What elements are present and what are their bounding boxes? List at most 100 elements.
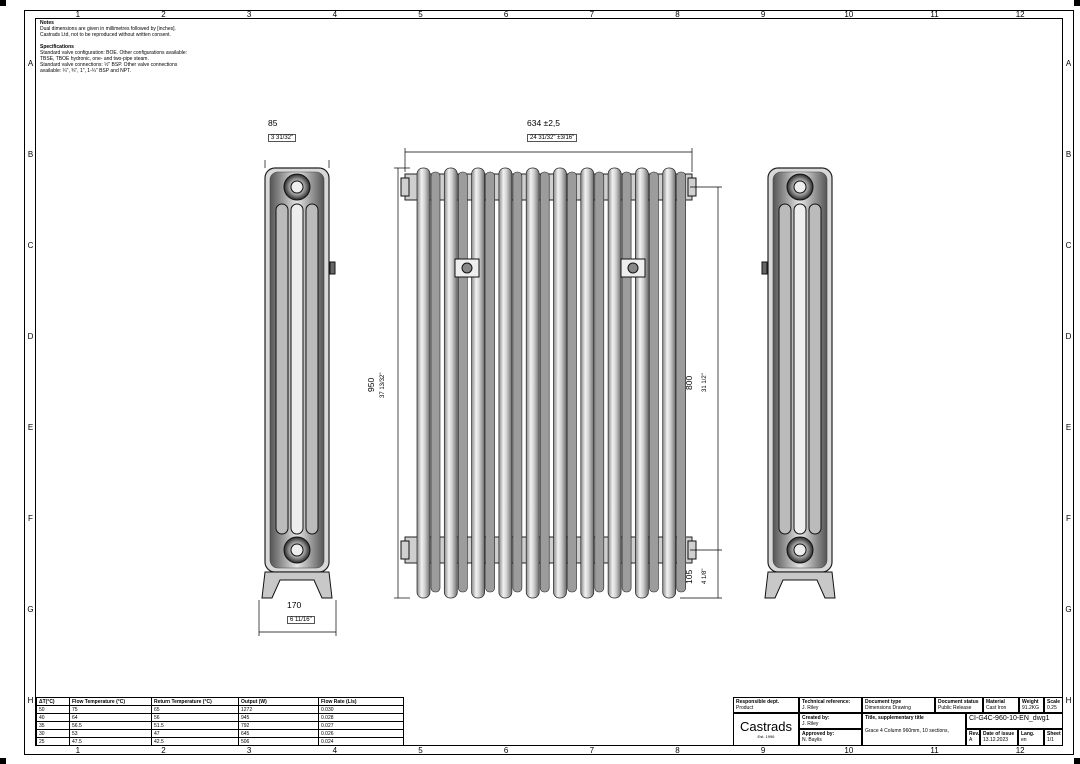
zone-column-label: 10 xyxy=(844,10,854,19)
radiator-section xyxy=(525,167,550,599)
table-cell: 53 xyxy=(69,729,152,738)
table-cell: 0.027 xyxy=(318,721,404,730)
zone-column-label: 3 xyxy=(246,746,252,755)
zone-row-label: D xyxy=(1065,331,1072,341)
tb-doc-number: CI-G4C-960-10-EN_dwg1 xyxy=(966,713,1063,729)
tb-lang: Lang.en xyxy=(1018,729,1044,746)
zone-column-label: 4 xyxy=(332,746,338,755)
table-cell: 0.028 xyxy=(318,713,404,722)
spec-line: TBSE, TBOE hydronic, one- and two-pipe s… xyxy=(40,56,149,62)
zone-column-label: 8 xyxy=(675,10,680,19)
dim-foot-height-mm: 105 xyxy=(684,569,694,584)
end-plug xyxy=(400,177,410,197)
corner-mark xyxy=(0,758,6,764)
table-cell: 50 xyxy=(36,705,70,714)
zone-column-label: 5 xyxy=(418,10,423,19)
radiator-section xyxy=(443,167,468,599)
table-cell: 40 xyxy=(36,713,70,722)
notes-block: Notes Dual dimensions are given in milli… xyxy=(40,20,250,74)
end-plug xyxy=(400,540,410,560)
dim-width-mm: 634 ±2,5 xyxy=(527,118,561,128)
zone-row-label: F xyxy=(28,513,33,523)
zone-row-label: C xyxy=(27,240,34,250)
radiator-section xyxy=(607,167,632,599)
spec-title: Specifications xyxy=(40,44,74,50)
zone-row-label: A xyxy=(1065,58,1072,68)
dim-foot-width-in: 6 11/16" xyxy=(287,616,315,624)
drawing-inner-frame xyxy=(35,18,1063,746)
flow-table-header: Output (W) xyxy=(238,697,319,706)
table-cell: 64 xyxy=(69,713,152,722)
radiator-section xyxy=(580,167,605,599)
radiator-section xyxy=(416,167,441,599)
table-cell: 0.030 xyxy=(318,705,404,714)
zone-column-label: 10 xyxy=(844,746,854,755)
table-cell: 30 xyxy=(36,729,70,738)
table-cell: 47 xyxy=(151,729,239,738)
dim-centres-in: 31 1/2" xyxy=(702,373,708,392)
zone-row-label: H xyxy=(27,695,34,705)
dim-foot-width-mm: 170 xyxy=(287,600,302,610)
flow-table: ΔT(°C)Flow Temperature (°C)Return Temper… xyxy=(36,697,404,746)
table-cell: 0.024 xyxy=(318,737,404,746)
zone-column-label: 8 xyxy=(675,746,680,755)
dim-height-mm: 950 xyxy=(366,377,376,392)
tb-responsible-dept: Responsible dept.Product xyxy=(733,697,799,713)
tb-tech-ref: Technical reference:J. Riley xyxy=(799,697,862,713)
table-cell: 65 xyxy=(151,705,239,714)
bracket-bolt xyxy=(461,262,473,274)
flow-table-header: Flow Rate (L/s) xyxy=(318,697,404,706)
table-cell: 506 xyxy=(238,737,319,746)
table-cell: 56 xyxy=(151,713,239,722)
zone-column-label: 11 xyxy=(930,746,939,755)
notes-line: Dual dimensions are given in millimetres… xyxy=(40,26,176,32)
bracket-bolt xyxy=(627,262,639,274)
tb-title: Title, supplementary title Grace 4 Colum… xyxy=(862,713,966,746)
table-cell: 1272 xyxy=(238,705,319,714)
zone-row-label: C xyxy=(1065,240,1072,250)
zone-column-label: 6 xyxy=(503,10,509,19)
radiator-section xyxy=(662,167,687,599)
zone-row-label: B xyxy=(27,149,34,159)
side-view-left xyxy=(261,167,336,599)
table-cell: 56.5 xyxy=(69,721,152,730)
zone-column-label: 2 xyxy=(161,10,166,19)
table-cell: 945 xyxy=(238,713,319,722)
zone-row-label: D xyxy=(27,331,34,341)
zone-row-label: G xyxy=(27,604,34,614)
table-cell: 51.5 xyxy=(151,721,239,730)
table-cell: 42.5 xyxy=(151,737,239,746)
zone-row-label: E xyxy=(1065,422,1072,432)
zone-row-label: H xyxy=(1065,695,1072,705)
radiator-section xyxy=(553,167,577,599)
table-cell: 0.026 xyxy=(318,729,404,738)
spec-line: available: ¼", ¾", 1", 1-¼" BSP and NPT. xyxy=(40,68,131,74)
zone-column-label: 7 xyxy=(589,746,595,755)
notes-line: Castrads Ltd, not to be reproduced witho… xyxy=(40,32,171,38)
radiator-section xyxy=(635,167,659,599)
tb-rev: Rev.A xyxy=(966,729,980,746)
flow-table-header: Flow Temperature (°C) xyxy=(69,697,152,706)
zone-column-label: 3 xyxy=(246,10,252,19)
zone-row-label: G xyxy=(1065,604,1072,614)
flow-table-header: ΔT(°C) xyxy=(36,697,70,706)
notes-title: Notes xyxy=(40,20,54,26)
zone-column-label: 9 xyxy=(760,10,766,19)
dimension-lines xyxy=(258,148,722,636)
zone-column-label: 11 xyxy=(930,10,939,19)
corner-mark xyxy=(1074,758,1080,764)
table-cell: 35 xyxy=(36,721,70,730)
spec-line: Standard valve connections: ½" BSP. Othe… xyxy=(40,62,178,68)
radiator-section xyxy=(471,167,495,599)
zone-column-label: 12 xyxy=(1015,10,1025,19)
